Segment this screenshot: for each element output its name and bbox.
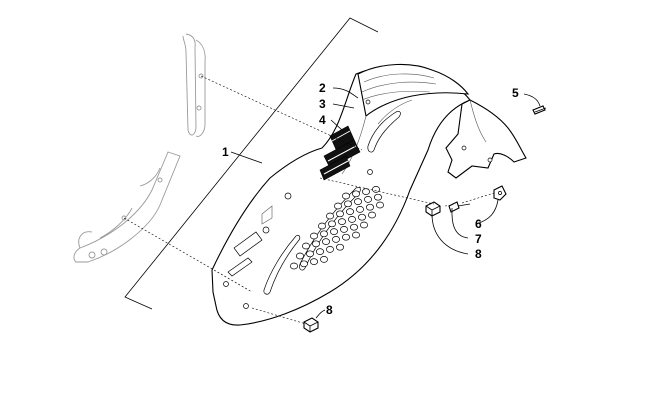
perforation-hole <box>354 198 362 205</box>
perforation-hole <box>366 203 374 211</box>
callout-7: 7 <box>475 232 482 246</box>
perforation-hole <box>344 200 352 208</box>
callout-3: 3 <box>319 97 326 111</box>
perforation-hole <box>316 248 324 255</box>
rivet-5 <box>532 105 547 115</box>
callout-8-bottom: 8 <box>326 303 333 317</box>
perforation-hole <box>346 208 354 215</box>
callout-1: 1 <box>222 145 229 159</box>
mounting-bracket <box>445 99 527 179</box>
perforation-hole <box>368 211 376 219</box>
perforation-hole <box>306 250 314 258</box>
callout-8-right: 8 <box>475 247 482 261</box>
perforation-hole <box>360 221 368 229</box>
perforation-hole <box>340 226 348 233</box>
perforation-hole <box>328 220 336 228</box>
fender-flap <box>211 63 471 326</box>
perforation-hole <box>310 258 318 265</box>
perforation-hole <box>332 236 340 243</box>
callout-6: 6 <box>475 217 482 231</box>
bolt-7 <box>448 201 471 213</box>
perforation-hole <box>372 186 380 193</box>
callout-2: 2 <box>319 81 326 95</box>
decal-stripe <box>319 125 361 181</box>
perforation-hole <box>318 222 326 230</box>
alignment-lines <box>123 75 495 325</box>
perforation-hole <box>330 228 338 235</box>
perforation-hole <box>320 230 328 238</box>
leader-lines <box>230 87 541 319</box>
perforation-hole <box>336 243 344 251</box>
perforation-hole <box>290 262 298 270</box>
perforation-hole <box>336 210 344 218</box>
perforation-hole <box>310 232 318 240</box>
perforation-hole <box>296 252 304 260</box>
perforation-hole <box>300 260 308 268</box>
perforation-hole <box>352 231 360 239</box>
perforation-hole <box>364 196 372 203</box>
perforation-hole <box>322 238 330 245</box>
callout-4: 4 <box>319 113 326 127</box>
perforation-hole <box>326 212 334 220</box>
perforation-hole <box>326 246 334 253</box>
assembly-bracket <box>124 17 379 310</box>
frame-rail-lower-ghost <box>73 151 181 263</box>
perforation-pattern <box>290 186 384 270</box>
perforation-hole <box>358 213 366 221</box>
frame-rail-upper-ghost <box>182 33 206 137</box>
perforation-hole <box>334 202 342 210</box>
perforation-hole <box>302 242 310 250</box>
perforation-hole <box>356 206 364 213</box>
screw-8-upper <box>425 201 441 217</box>
perforation-hole <box>338 218 346 225</box>
perforation-hole <box>348 216 356 223</box>
callout-labels: 1 2 3 4 5 6 7 8 8 <box>222 81 519 317</box>
nut-6 <box>493 185 507 201</box>
screw-8-lower <box>303 317 319 333</box>
perforation-hole <box>350 223 358 231</box>
perforation-hole <box>362 188 370 195</box>
perforation-hole <box>312 240 320 248</box>
perforation-hole <box>342 233 350 241</box>
perforation-hole <box>320 256 328 263</box>
perforation-hole <box>342 192 350 200</box>
perforation-hole <box>352 190 360 198</box>
callout-5: 5 <box>512 86 519 100</box>
perforation-hole <box>376 201 384 209</box>
perforation-hole <box>374 193 382 201</box>
